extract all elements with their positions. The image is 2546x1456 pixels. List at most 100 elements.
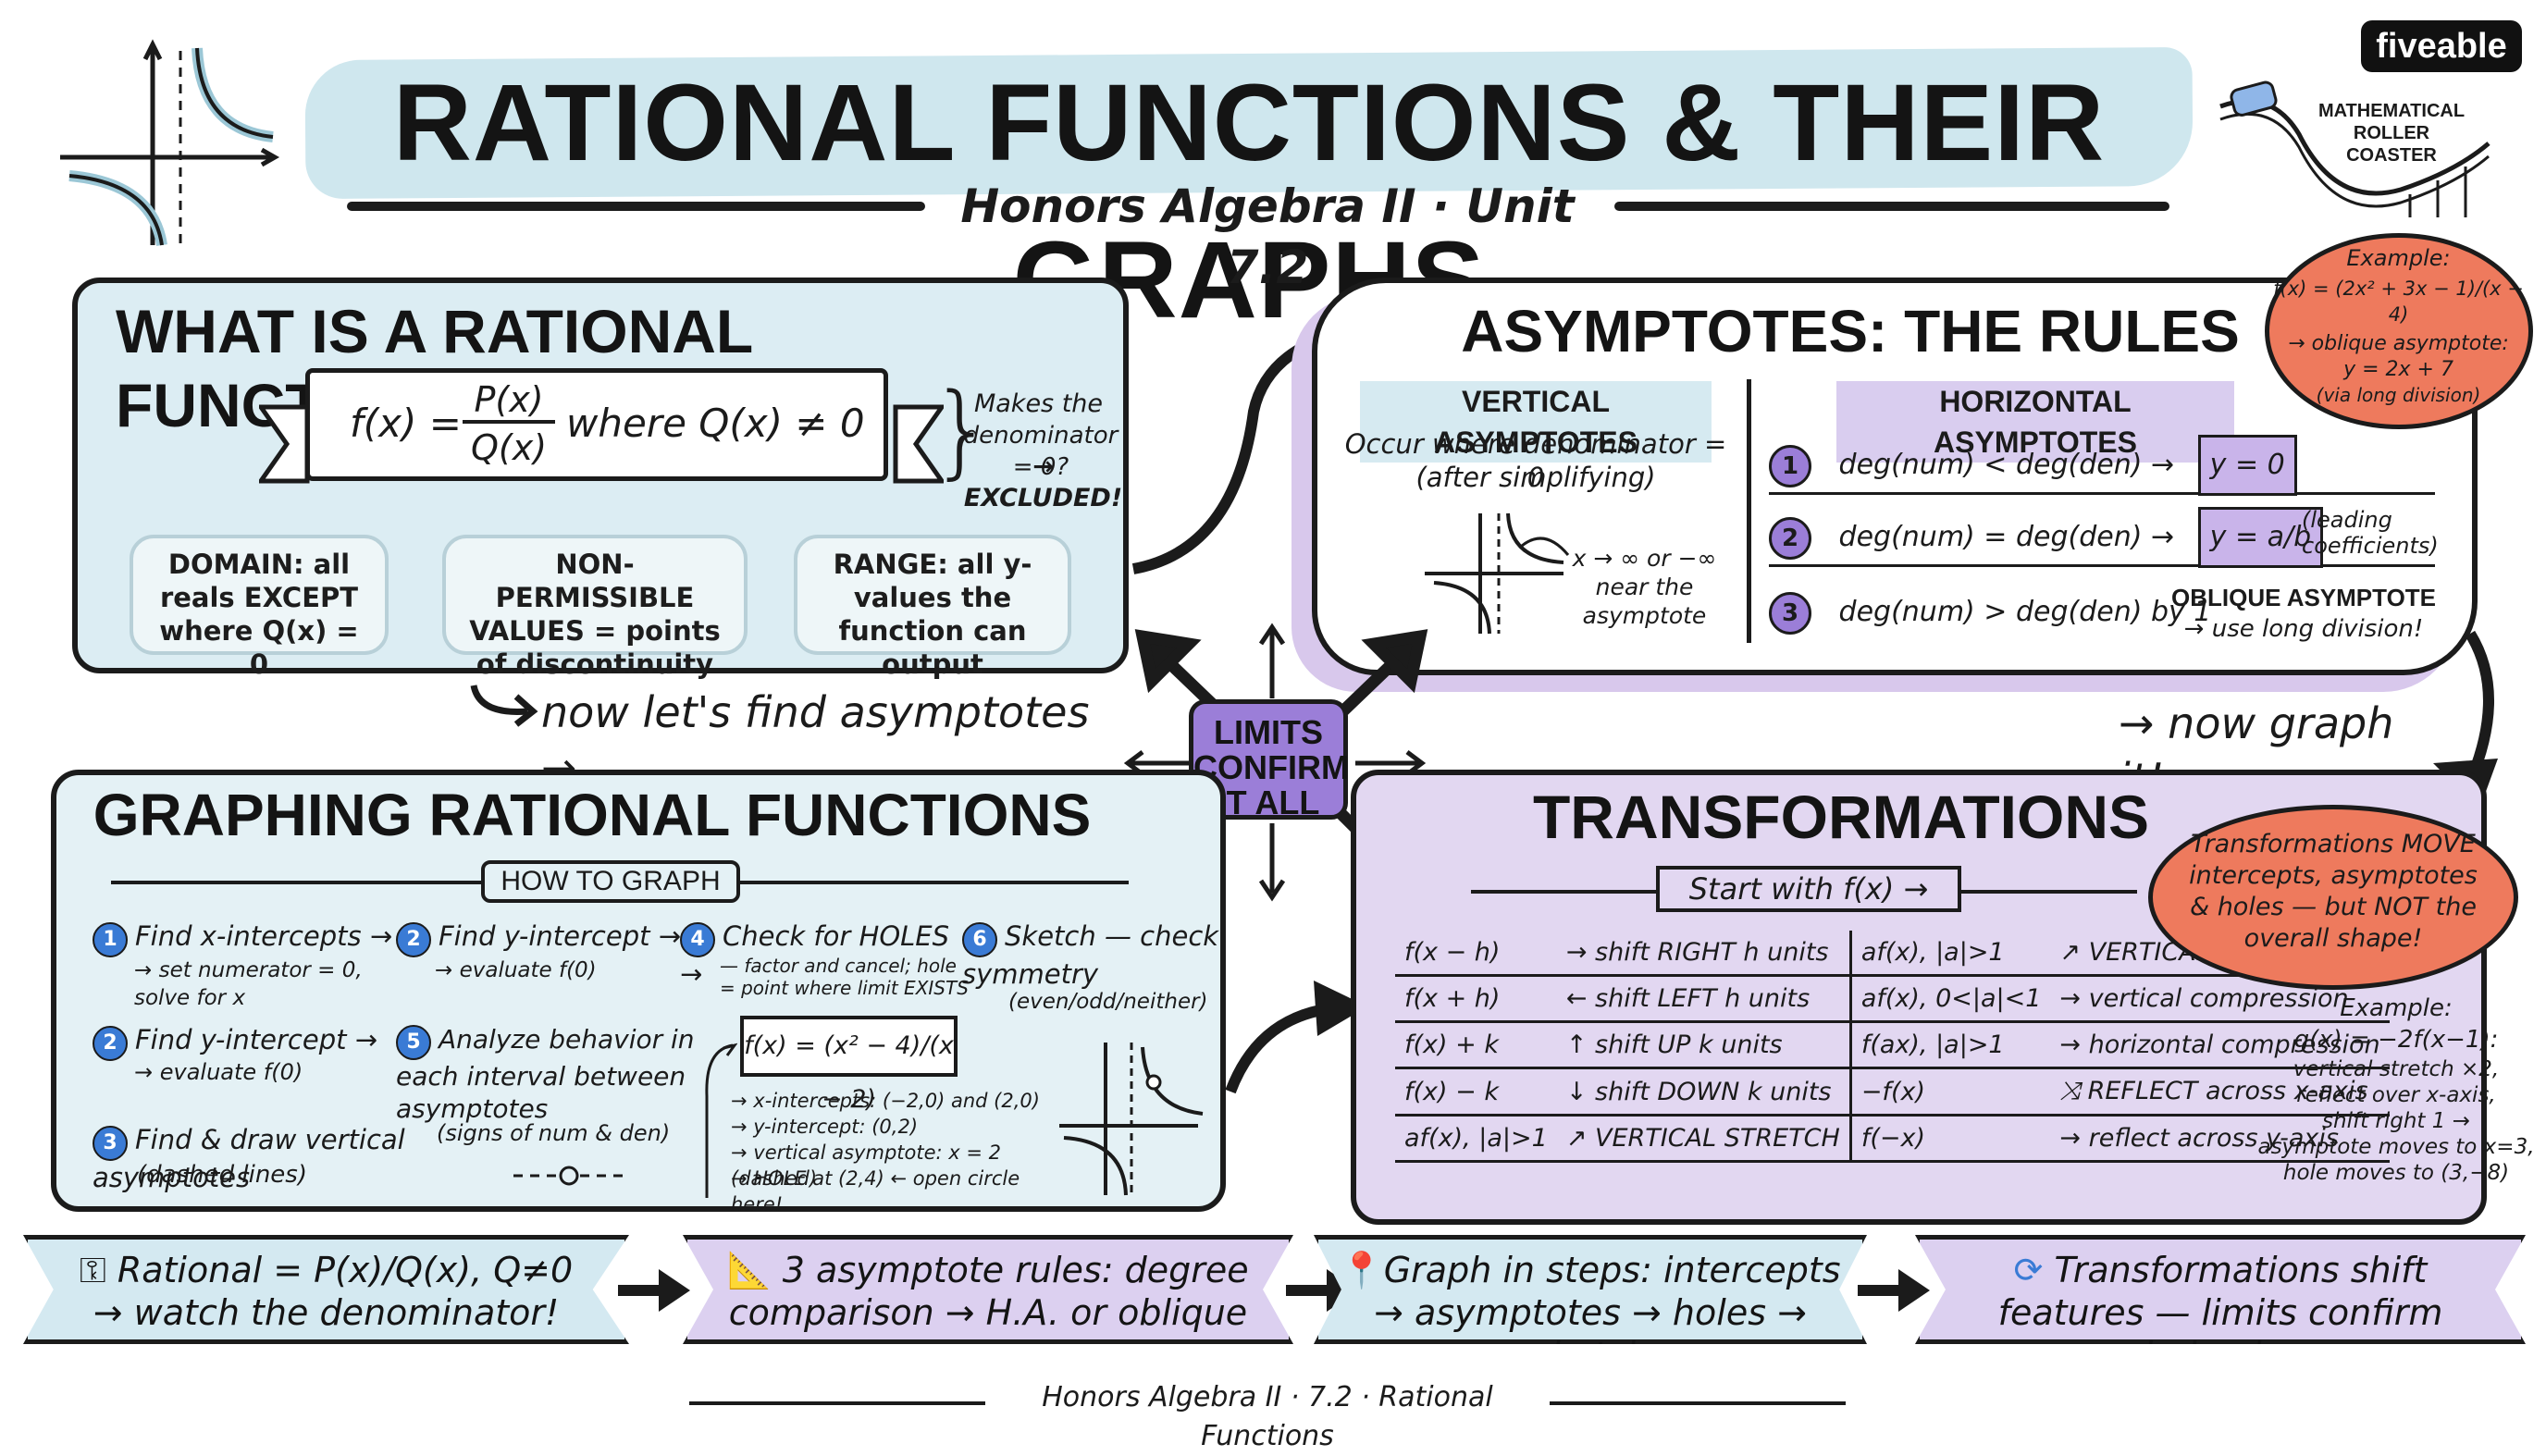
step-number: 2 [93,1026,128,1061]
coaster-label: MATHEMATICAL ROLLER COASTER [2317,101,2466,166]
transform-expression: af(x), 0<|a|<1 [1850,975,2051,1023]
transformation-row: f(x) − k↓ shift DOWN k units−f(x)⤨ REFLE… [1395,1067,2390,1117]
summary-1-line2: → watch the denominator! [93,1292,560,1333]
step-number: 3 [93,1126,128,1161]
graphing-heading: GRAPHING RATIONAL FUNCTIONS [93,782,1092,848]
transform-expression: f(x − h) [1395,931,1557,977]
transform-effect: ↑ shift UP k units [1556,1021,1852,1069]
step-number: 4 [680,922,715,957]
rule-condition: deg(num) = deg(den) → [1838,521,2175,553]
what-heading: WHAT IS A RATIONAL FUNCTION? [116,297,753,439]
how-to-graph-label: HOW TO GRAPH [481,860,740,903]
vertical-rule-line1: Occur where denominator = 0 [1344,428,1727,493]
graphing-example-note-4: → HOLE at (2,4) ← open circle here! [731,1167,1020,1215]
graphing-example-sketch [1059,1043,1204,1196]
summary-3-line1: Graph in steps: intercepts [1383,1250,1841,1290]
step-title: Find x-intercepts → [135,920,393,952]
transform-effect: ↓ shift DOWN k units [1556,1067,1852,1117]
transform-effect: ⤨ REFLECT across x-axis [2050,1067,2390,1117]
step-title: Sketch — check symmetry [962,920,1219,990]
transformations-example-line-5: asymptote moves to x=3, [2257,1135,2535,1159]
ruler-icon: 📐 [727,1250,783,1290]
graphing-to-transformations-arrow [1225,981,1367,1094]
oblique-example-line3: (via long division) [2316,384,2481,406]
graphing-example-bracket [705,1043,737,1198]
transform-effect: → reflect across y-axis [2050,1115,2390,1163]
rule-extra-3: → use long division! [2183,615,2424,643]
rule-result: y = a/b [2197,507,2324,568]
summary-ribbon-4: ⟳ Transformations shift features — limit… [1915,1235,2526,1344]
footer-rule-right [1550,1401,1846,1405]
graphing-example-note-1: → x-intercepts: (−2,0) and (2,0) [731,1090,1040,1112]
footer-caption: Honors Algebra II · 7.2 · Rational Funct… [1042,1381,1493,1452]
start-with-label: Start with f(x) → [1656,866,1961,912]
graphing-example-formula: f(x) = (x² − 4)/(x − 2) [740,1016,958,1114]
transform-expression: −f(x) [1850,1067,2051,1117]
rule-number: 2 [1769,517,1811,560]
graph-step-4-detail: — factor and cancel; hole = point where … [720,955,969,999]
rule-condition: deg(num) < deg(den) → [1838,449,2175,481]
subtitle-rule-right [1614,202,2169,211]
summary-arrow-1 [618,1269,690,1312]
domain-card: DOMAIN: all reals EXCEPT where Q(x) = 0 [130,535,389,680]
excluded-note-line1: Makes the [973,389,1104,418]
summary-2-line1: 3 asymptote rules: degree [782,1250,1249,1290]
graph-step-5-detail: (signs of num & den) [437,1120,671,1146]
range-card: RANGE: all y-values the function can out… [794,535,1071,680]
graphing-example-note-3: → vertical asymptote: x = 2 (dashed) [731,1141,1001,1190]
formula-condition: where Q(x) ≠ 0 [566,401,865,446]
hole-marker-icon [513,1166,624,1186]
rule-condition: deg(num) > deg(den) by 1 [1838,596,2212,628]
step-number: 5 [396,1025,431,1060]
graphing-example-note-2: → y-intercept: (0,2) [731,1116,919,1138]
transform-expression: f(x) − k [1395,1067,1557,1117]
asymptotes-heading: ASYMPTOTES: THE RULES [1461,298,2240,364]
non-permissible-card: NON-PERMISSIBLE VALUES = points of disco… [442,535,748,680]
transition-arrow-left [470,685,538,727]
rule-result-3: OBLIQUE ASYMPTOTE [2170,584,2437,611]
step-number: 6 [962,922,997,957]
formula-brace: } [930,371,995,489]
transform-expression: f(−x) [1850,1115,2051,1163]
transformations-note-text: Transformations MOVE intercepts, asympto… [2189,830,2478,953]
graph-step-2a-detail: → evaluate f(0) [134,1059,303,1085]
summary-1-line1: Rational = P(x)/Q(x), Q≠0 [117,1250,574,1290]
graphing-panel [51,770,1226,1212]
transformations-example-line-6: hole moves to (3,−8) [2282,1161,2510,1185]
transform-expression: af(x), |a|>1 [1850,931,2051,977]
transformations-example-line-4: shift right 1 → [2322,1109,2470,1133]
asymptotes-column-divider [1747,379,1751,643]
rule-row-3: 3 deg(num) > deg(den) by 1 [1769,585,2435,642]
step-title: Find y-intercept → [439,920,681,952]
vertical-asymptote-sketch [1425,512,1570,635]
transform-expression: f(x + h) [1395,975,1557,1023]
graph-step-2b-detail: → evaluate f(0) [435,958,597,982]
transformations-note-bubble [2148,805,2518,990]
step-title: Check for HOLES → [680,920,950,990]
refresh-icon: ⟳ [2013,1250,2055,1290]
summary-2-line2: comparison → H.A. or oblique [728,1292,1248,1333]
asymptotes-transition: now let's find asymptotes → [541,687,1090,793]
transformations-heading: TRANSFORMATIONS [1532,783,2150,851]
summary-ribbon-2: 📐 3 asymptote rules: degree comparison →… [683,1235,1293,1344]
transformations-example-title: Example: [2340,994,2453,1022]
hyperbola-sketch-icon [60,39,280,247]
rule-row-2: 2 deg(num) = deg(den) → y = a/b [1769,507,2435,568]
step-number: 2 [396,922,431,957]
summary-ribbon-1: ⚿ Rational = P(x)/Q(x), Q≠0 → watch the … [23,1235,629,1344]
transform-effect: → horizontal compression [2050,1021,2390,1069]
rule-number: 1 [1769,445,1811,487]
step-title: Find y-intercept → [135,1024,377,1055]
formula-numerator: P(x) [463,379,555,424]
rule-number: 3 [1769,592,1811,635]
step-title: Find & draw vertical asymptotes [93,1124,405,1193]
graph-step-1-detail: → set numerator = 0, solve for x [134,958,363,1010]
formula-lhs: f(x) = [350,401,462,446]
